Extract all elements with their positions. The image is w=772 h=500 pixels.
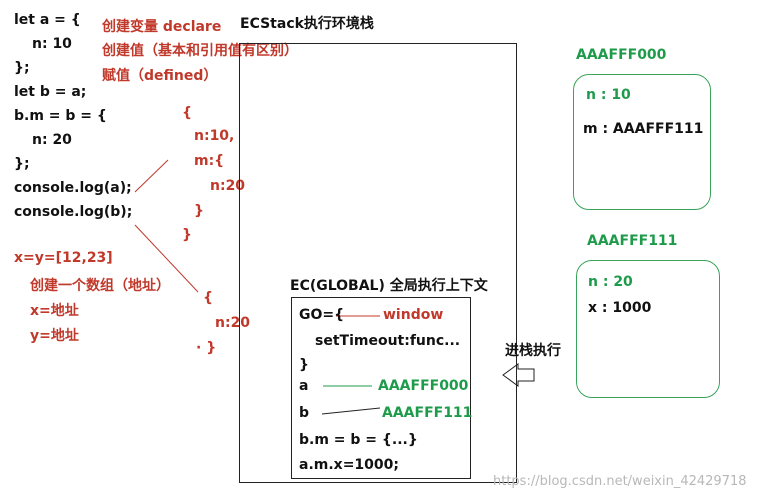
code-line: let b = a;	[14, 84, 87, 100]
array-note-line: y=地址	[30, 328, 79, 344]
var-a-value: AAAFFF000	[378, 378, 469, 394]
var-b: b	[299, 405, 310, 421]
heap2-address: AAAFFF111	[587, 233, 678, 249]
note-assign: 赋值（defined）	[102, 68, 218, 84]
code-line: n: 10	[32, 36, 72, 52]
heap2-box	[576, 260, 720, 398]
settimeout-label: setTimeout:func...	[315, 333, 461, 349]
window-label: window	[383, 307, 444, 323]
code-line: };	[14, 60, 30, 76]
array-note-line: x=y=[12,23]	[14, 250, 113, 266]
heap1-address: AAAFFF000	[576, 47, 667, 63]
heap2-line: x : 1000	[588, 300, 652, 316]
code-line: console.log(b);	[14, 204, 133, 220]
code-line: b.m = b = {	[14, 108, 107, 124]
obj1-annot: m:{	[194, 153, 225, 169]
obj2-annot: · }	[196, 340, 217, 356]
obj2-annot: n:20	[215, 315, 251, 331]
heap1-line: m : AAAFFF111	[583, 121, 704, 137]
ecstack-title: ECStack执行环境栈	[240, 16, 374, 32]
code-block: let a = { n: 10 }; let b = a; b.m = b = …	[14, 8, 132, 224]
var-a: a	[299, 378, 309, 394]
stmt-bm: b.m = b = {...}	[299, 432, 418, 448]
code-line: let a = {	[14, 12, 81, 28]
heap1-box	[573, 74, 711, 210]
obj2-annot: {	[203, 290, 213, 306]
code-line: };	[14, 156, 30, 172]
obj1-annot: }	[182, 227, 192, 243]
obj1-annot: n:20	[210, 178, 246, 194]
ec-global-title: EC(GLOBAL) 全局执行上下文	[290, 278, 488, 294]
ecstack-box	[239, 43, 517, 483]
push-arrow-icon	[502, 363, 535, 387]
push-label: 进栈执行	[505, 343, 561, 359]
heap1-line: n : 10	[586, 87, 631, 103]
ec-global-box	[291, 297, 471, 479]
array-note-line: 创建一个数组（地址）	[30, 278, 170, 294]
array-note-line: x=地址	[30, 303, 79, 319]
code-line: n: 20	[32, 132, 72, 148]
obj1-annot: n:10,	[194, 128, 235, 144]
note-declare: 创建变量 declare	[102, 19, 222, 35]
obj1-annot: {	[182, 105, 192, 121]
watermark: https://blog.csdn.net/weixin_42429718	[493, 474, 747, 489]
obj1-annot: }	[194, 203, 204, 219]
go-open: GO={	[299, 307, 345, 323]
heap2-line: n : 20	[588, 274, 633, 290]
stmt-amx: a.m.x=1000;	[299, 457, 399, 473]
b-link-line	[321, 407, 381, 415]
var-b-value: AAAFFF111	[382, 405, 473, 421]
note-create-value: 创建值（基本和引用值有区别）	[102, 43, 298, 59]
annot-line-1	[134, 159, 169, 193]
go-close: }	[299, 357, 309, 373]
annot-line-2	[134, 224, 199, 293]
code-line: console.log(a);	[14, 180, 132, 196]
